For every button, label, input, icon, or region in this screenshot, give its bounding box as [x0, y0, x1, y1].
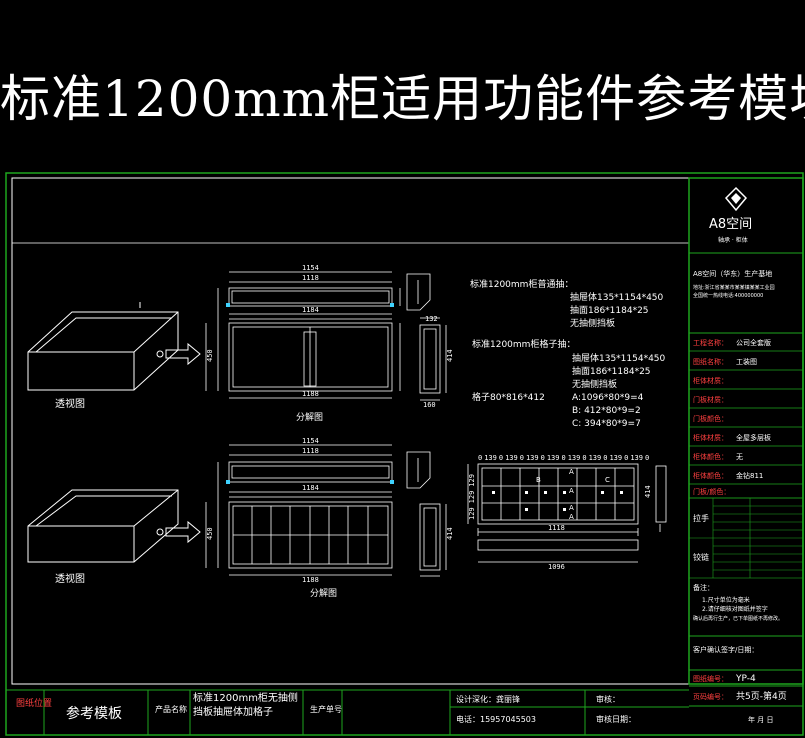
perspective-label-top: 透视图: [55, 397, 85, 410]
notes-plain-line-3: 无抽侧挡板: [570, 317, 615, 329]
grid-width-1096: 1096: [548, 563, 565, 571]
notes-grid-size: 格子80*816*412: [472, 391, 545, 403]
logo-sub-text: 轴承 · 柜体: [718, 236, 748, 244]
dim-top-1184: 1184: [302, 306, 319, 314]
title-block-frame: [688, 177, 804, 685]
date-label: 年 月 日: [748, 715, 773, 724]
tb-label-1: 工程名称：: [693, 338, 728, 347]
note-line-1: 1.尺寸单位为毫米: [702, 596, 750, 604]
dim-top-450: 450: [206, 349, 214, 362]
dim-bottom-450: 450: [206, 527, 214, 540]
grid-letter-6: C: [605, 476, 610, 484]
grid-letter-2: A: [569, 487, 574, 495]
product-name-label: 产品名称: [155, 704, 187, 714]
company-address: 地址:浙江省某某市某某镇某某工业园: [693, 284, 775, 291]
drawing-no-value: YP-4: [735, 674, 756, 684]
dim-bottom-1184: 1184: [302, 484, 319, 492]
dim-bottom-1188: 1188: [302, 576, 319, 584]
grid-letter-4: A: [569, 513, 574, 521]
customer-confirm-label: 客户确认签字/日期：: [693, 645, 758, 654]
tb-label-2: 图纸名称：: [693, 357, 728, 366]
dim-top-1154: 1154: [302, 264, 319, 272]
grid-letter-1: A: [569, 468, 574, 476]
notes-title: 备注：: [693, 583, 714, 592]
exploded-view-top: [205, 271, 447, 401]
tb-value-7: 无: [736, 453, 743, 461]
dim-top-132: 132: [425, 315, 438, 323]
tb-value-8: 金钻811: [736, 471, 763, 480]
dim-bottom-414: 414: [446, 527, 454, 540]
notes-grid-line-2: 抽面186*1184*25: [572, 365, 651, 377]
audit-date-label: 审核日期：: [596, 714, 636, 724]
grid-letter-3: A: [569, 504, 574, 512]
tb-label-5: 门板颜色：: [693, 414, 728, 423]
exploded-label-bottom: 分解图: [310, 587, 337, 599]
notes-grid-title: 标准1200mm柜格子抽：: [472, 338, 575, 350]
notes-plain-title: 标准1200mm柜普通抽：: [470, 278, 573, 290]
grid-plan-view: [467, 463, 667, 563]
phone-label: 电话：15957045503: [456, 714, 536, 724]
page-value: 共5页-第4页: [736, 690, 787, 702]
tb-value-2: 工装图: [736, 357, 757, 366]
notes-grid-part-c: C: 394*80*9=7: [572, 419, 641, 429]
drawing-area-frame: [11, 177, 690, 685]
dim-top-1118: 1118: [302, 274, 319, 282]
note-line-3: 确认后再行生产，已下单图纸不再修改。: [693, 615, 783, 622]
page-banner-title: 标准1200mm柜适用功能件参考模块: [0, 70, 805, 128]
notes-grid-part-a: A:1096*80*9=4: [572, 393, 644, 403]
tb-label-6: 柜体材质：: [693, 433, 728, 442]
logo-main-text: A8空间: [709, 217, 752, 232]
dim-bottom-1118: 1118: [302, 447, 319, 455]
grid-width-1118: 1118: [548, 524, 565, 532]
product-name: 标准1200mm柜无抽侧挡板抽屉体加格子: [193, 693, 298, 718]
perspective-label-bottom: 透视图: [55, 572, 85, 585]
exploded-label-top: 分解图: [296, 411, 323, 423]
module-name: 参考模板: [66, 705, 122, 722]
tb-value-6: 全屋多层板: [736, 433, 771, 442]
dim-top-160: 160: [423, 401, 436, 409]
arrow-bottom: [165, 520, 201, 544]
grid-letter-5: B: [536, 476, 541, 484]
notes-grid-line-1: 抽屉体135*1154*450: [572, 352, 666, 364]
tb-label-9: 门板/颜色：: [693, 487, 730, 496]
arrow-top: [165, 342, 201, 366]
drawing-position-label: 图纸位置: [16, 697, 52, 709]
notes-plain-line-1: 抽屉体135*1154*450: [570, 291, 664, 303]
outer-frame: [5, 172, 804, 736]
dim-bottom-1154: 1154: [302, 437, 319, 445]
hardware-table: [688, 497, 804, 579]
tb-label-8: 柜体颜色：: [693, 471, 728, 480]
production-no-label: 生产单号: [310, 704, 342, 714]
hardware-row-handle: 拉手: [693, 513, 709, 523]
audit-label: 审核：: [596, 694, 620, 704]
tb-label-7: 柜体颜色：: [693, 452, 728, 461]
grid-plan-marks: [492, 491, 623, 511]
notes-grid-part-b: B: 412*80*9=2: [572, 406, 641, 416]
tb-label-3: 柜体材质：: [693, 376, 728, 385]
notes-plain-line-2: 抽面186*1184*25: [570, 304, 649, 316]
logo: [724, 186, 748, 212]
hardware-row-hinge: 铰链: [693, 552, 709, 562]
tb-value-1: 公司全套版: [736, 338, 771, 347]
note-line-2: 2.请仔细核对图纸并签字: [702, 605, 768, 613]
tb-label-4: 门板材质：: [693, 395, 728, 404]
grid-height-414: 414: [644, 485, 652, 498]
exploded-view-bottom: [205, 444, 447, 577]
company-name: A8空间（华东）生产基地: [693, 269, 772, 278]
bottom-bar: [6, 689, 689, 735]
perspective-view-top: [27, 302, 179, 391]
perspective-view-bottom: [27, 489, 179, 563]
company-phone: 全国统一热线电话:400000000: [693, 292, 763, 299]
page-label: 页码编号：: [693, 692, 728, 701]
notes-grid-line-3: 无抽侧挡板: [572, 378, 617, 390]
dim-top-1188: 1188: [302, 390, 319, 398]
designer-label: 设计深化：龚丽锋: [456, 694, 520, 704]
dim-top-414: 414: [446, 349, 454, 362]
grid-side-dims: 129129129: [468, 474, 476, 520]
drawing-no-label: 图纸编号：: [693, 674, 728, 683]
